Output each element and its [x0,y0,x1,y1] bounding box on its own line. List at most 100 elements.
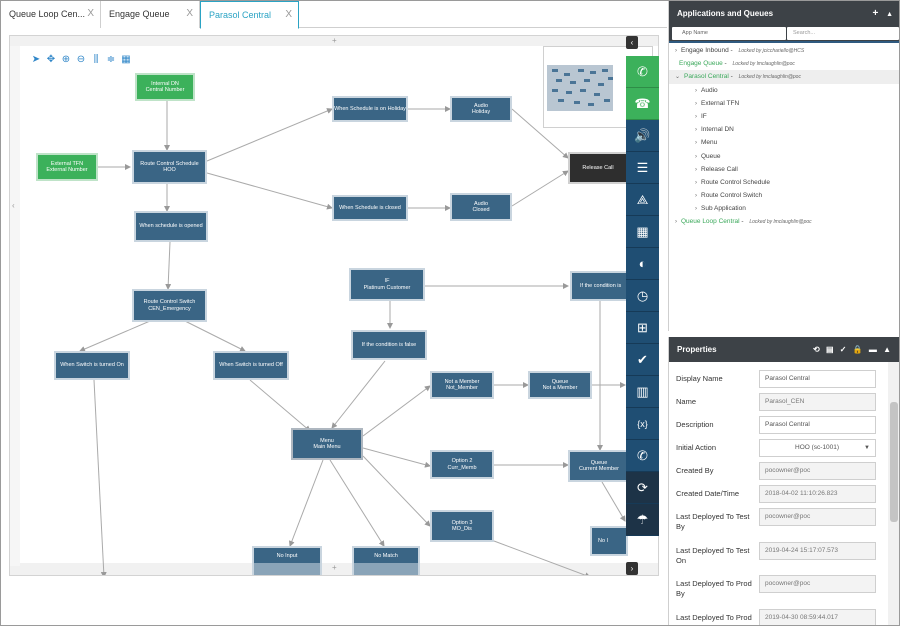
network-icon[interactable]: ⟁ [626,184,659,216]
expand-palette-icon[interactable]: › [626,562,638,575]
tab-close-icon[interactable]: X [285,9,292,20]
search-input[interactable]: Search... [787,27,899,40]
canvas-scroll-bottom[interactable] [10,563,658,575]
node-schedule-holiday[interactable]: When Schedule is on Holiday [332,96,408,122]
condition-icon[interactable]: ✔ [626,344,659,376]
node-schedule-closed[interactable]: When Schedule is closed [332,195,408,221]
node-route-control-switch[interactable]: Route Control Switch CEN_Emergency [132,289,207,322]
tree-item[interactable]: ›External TFN [669,97,899,110]
node-audio-closed[interactable]: Audio Closed [450,193,512,221]
grid-icon[interactable]: ▦ [121,54,131,65]
clock-icon[interactable]: ◷ [626,280,659,312]
audio-icon[interactable]: 🔊 [626,120,659,152]
canvas-scroll-left[interactable] [10,46,20,566]
node-if-condition-true[interactable]: If the condition is [570,271,628,301]
hangup-icon[interactable]: ☂ [626,504,659,536]
property-value-field[interactable]: Parasol Central [759,416,876,434]
variable-icon[interactable]: {x} [626,408,659,440]
node-option-3[interactable]: Option 3 MO_Dis [430,510,494,542]
pan-icon[interactable]: ✥ [46,54,56,65]
loop-icon[interactable]: ⟳ [626,472,659,504]
align-horizontal-icon[interactable]: ≑ [106,54,116,65]
scroll-up-icon[interactable]: + [332,36,337,45]
node-queue-current-member[interactable]: Queue Current Member [568,450,630,482]
chevron-icon[interactable]: › [695,179,697,186]
node-no-match[interactable]: No Match [352,546,420,575]
table-icon[interactable]: ⊞ [626,312,659,344]
tree-item[interactable]: ›Queue [669,150,899,163]
chevron-icon[interactable]: › [695,100,697,107]
tree-item[interactable]: ›Release Call [669,163,899,176]
chevron-icon[interactable]: › [675,48,677,54]
scroll-left-icon[interactable]: ‹ [12,201,15,210]
tree-item[interactable]: ›Engage Inbound - Locked by jcicchariell… [675,47,805,54]
node-switch-on[interactable]: When Switch is turned On [54,351,130,380]
tree-item[interactable]: ›IF [669,110,899,123]
tree-item[interactable]: ›Menu [669,136,899,149]
tab-engage-queue[interactable]: Engage Queue X [101,1,200,28]
node-release-call[interactable]: Release Call [568,152,628,184]
chevron-icon[interactable]: ⌄ [675,74,681,81]
call-forward-icon[interactable]: ✆ [626,440,659,472]
tree-item[interactable]: ›Audio [669,84,899,97]
node-option-2[interactable]: Option 2 Curr_Memb [430,450,494,479]
chevron-icon[interactable]: › [695,153,697,160]
properties-toolbar-icons[interactable]: ⟲ ▤ ✓ 🔒 ▬ ▲ [813,345,893,354]
chevron-icon[interactable]: › [695,140,697,147]
node-no-input[interactable]: No Input [252,546,322,575]
node-external-tfn[interactable]: External TFN External Number [36,153,98,181]
flow-canvas[interactable]: + + ‹ [9,35,659,576]
chevron-icon[interactable]: › [695,166,697,173]
initial-action-select[interactable]: HOO (sc-1001)▼ [759,439,876,457]
node-audio-holiday[interactable]: Audio Holiday [450,96,512,122]
node-not-member[interactable]: Not a Member Not_Member [430,371,494,399]
app-name-filter[interactable]: App Name [672,27,786,40]
properties-scrollbar[interactable] [888,362,899,625]
switch-icon[interactable]: ◐ [626,248,659,280]
scroll-down-icon[interactable]: + [332,563,337,572]
node-queue-not-member[interactable]: Queue Not a Member [528,371,592,399]
edge [329,459,385,547]
tree-item[interactable]: ›Route Control Switch [669,189,899,202]
zoom-in-icon[interactable]: ⊕ [61,54,71,65]
list-icon[interactable]: ☰ [626,152,659,184]
properties-scroll-thumb[interactable] [890,402,898,522]
pointer-icon[interactable]: ➤ [31,54,41,65]
node-switch-off[interactable]: When Switch is turned Off [213,351,289,380]
chevron-icon[interactable]: › [695,193,697,200]
tree-item[interactable]: ›Route Control Schedule [669,176,899,189]
collapse-icon[interactable]: ▲ [886,11,893,18]
chevron-icon[interactable]: › [695,113,697,120]
tree-item[interactable]: ›Internal DN [669,123,899,136]
chevron-icon[interactable]: › [675,219,677,226]
node-internal-dn[interactable]: Internal DN Central Number [135,73,195,101]
tree-item[interactable]: ›Queue Loop Central - Locked by lmclaugh… [675,218,812,226]
add-icon[interactable]: + [872,8,879,19]
queue-icon[interactable]: ▥ [626,376,659,408]
property-value-field[interactable]: Parasol Central [759,370,876,388]
tab-parasol-central[interactable]: Parasol Central X [200,1,299,29]
chevron-icon[interactable]: › [695,87,697,94]
tab-close-icon[interactable]: X [87,8,94,19]
collapse-palette-icon[interactable]: ‹ [626,36,638,49]
tab-queue-loop-central[interactable]: Queue Loop Cen... X [1,1,101,28]
canvas-scroll-top[interactable] [10,36,658,46]
node-if-platinum[interactable]: IF Platinum Customer [349,268,425,301]
tree-item[interactable]: Engage Queue - Locked by lmclaughlin@poc [679,60,795,68]
node-schedule-opened[interactable]: When schedule is opened [134,211,208,242]
zoom-out-icon[interactable]: ⊖ [76,54,86,65]
node-no-right[interactable]: No I [590,526,628,556]
call-transfer-icon[interactable]: ☎ [626,88,659,120]
node-main-menu[interactable]: Menu Main Menu [291,428,363,460]
chevron-icon[interactable]: › [695,127,697,134]
tab-close-icon[interactable]: X [186,8,193,19]
align-vertical-icon[interactable]: ⫼ [93,54,99,65]
chevron-icon[interactable]: › [695,206,697,213]
node-if-condition-false[interactable]: If the condition is false [351,330,427,360]
tree-item[interactable]: ⌄Parasol Central - Locked by lmclaughlin… [669,70,899,84]
tree-item[interactable]: ›Sub Application [669,202,899,215]
menu-grid-icon[interactable]: ▦ [626,216,659,248]
chevron-down-icon[interactable]: ▼ [864,445,870,451]
node-route-control-schedule[interactable]: Route Control Schedule HOO [132,150,207,184]
call-in-icon[interactable]: ✆ [626,56,659,88]
